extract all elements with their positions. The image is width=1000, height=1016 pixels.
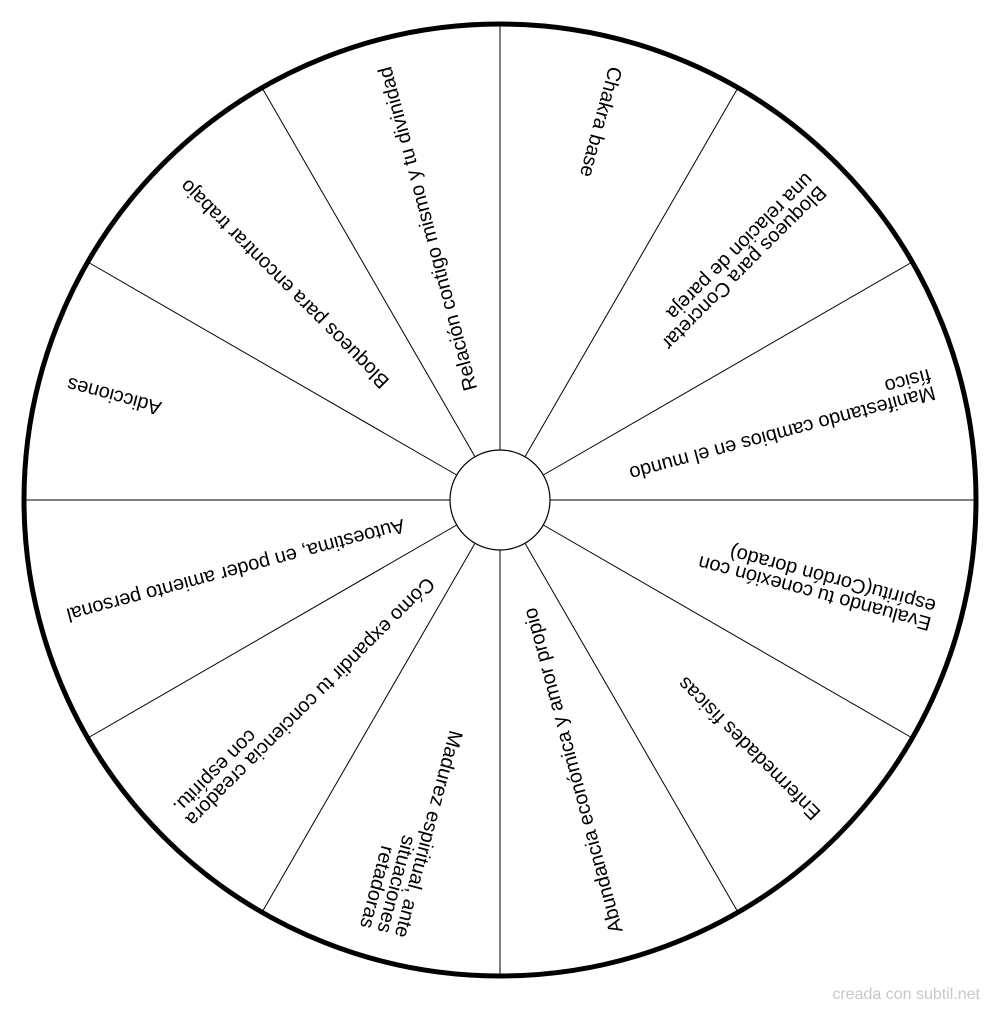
segment-label-line: Enfermedades físicas [674,672,826,824]
wheel-spokes [24,24,976,976]
wheel-spoke [524,543,739,913]
segment-label-line: una relación de pareja [661,168,817,324]
wheel-spoke [87,261,457,476]
segment-label-line: Autoestima, en poder amiento personal [64,514,407,626]
segment-label-4: Evaluando tu conexión conespíritu(Cordón… [696,541,938,635]
segment-label-12: Relación contigo mismo y tu divinidad [374,64,482,393]
segment-label-1: Chakra base [575,64,626,179]
wheel-spoke [261,87,476,457]
segment-label-6: Abundancia económica y amor propio [519,605,627,935]
wheel-spoke [261,543,476,913]
wheel-hub [449,449,551,551]
credit-watermark: creada con subtil.net [832,986,980,1003]
segment-label-11: Bloqueos para encontrar trabajo [176,175,394,393]
segment-label-10: Adicciones [65,372,164,418]
segment-label-line: Chakra base [575,64,626,179]
wheel-outer-circle [21,21,979,979]
segment-label-5: Enfermedades físicas [674,672,826,824]
wheel-spoke [543,524,913,739]
segment-label-line: Relación contigo mismo y tu divinidad [374,64,482,393]
wheel-spoke [87,524,457,739]
wheel-spoke [524,87,739,457]
segment-label-line: Bloqueos para Concretar [657,181,830,354]
segment-label-line: Adicciones [65,372,164,418]
wheel-spoke [543,261,913,476]
segment-label-line: Cómo expandir tu conciencia creadora [180,573,438,831]
segment-label-7: Madurez espiritual, antesituacionesretad… [355,728,466,940]
segment-label-line: Abundancia económica y amor propio [519,605,627,935]
segment-label-8: Cómo expandir tu conciencia creadoracon … [168,573,438,831]
segment-label-9: Autoestima, en poder amiento personal [64,514,407,626]
segment-label-line: Bloqueos para encontrar trabajo [176,175,394,393]
